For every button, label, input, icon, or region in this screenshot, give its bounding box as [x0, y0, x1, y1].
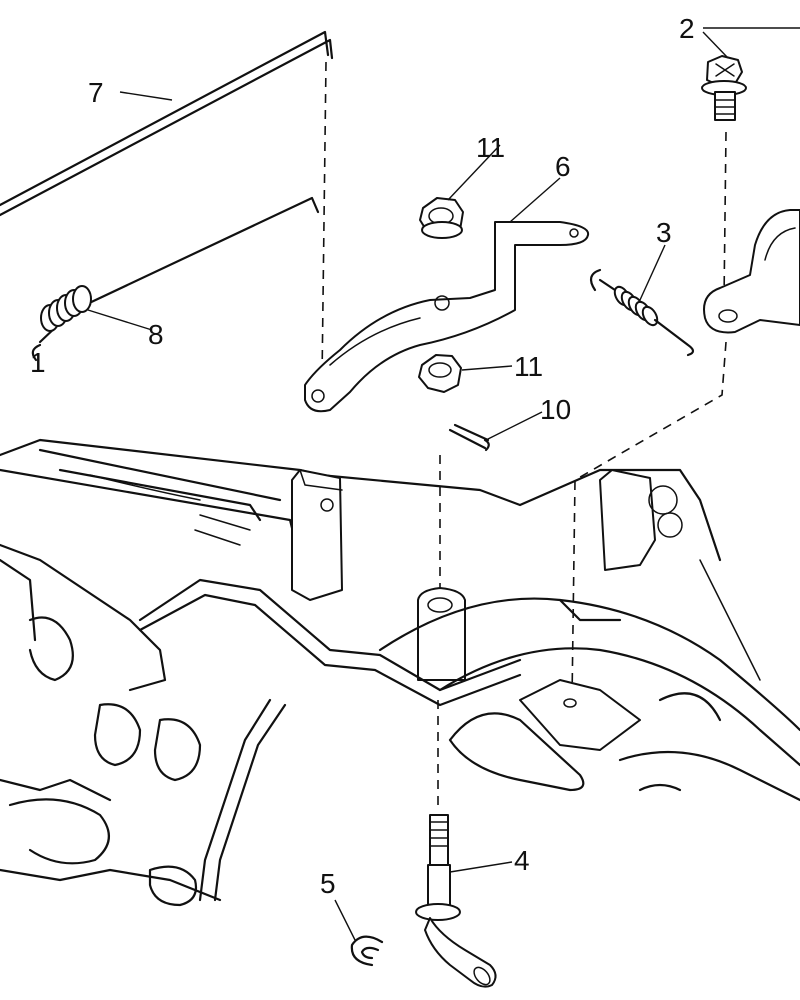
bracket-part-6	[304, 221, 590, 413]
coil-spring-icon	[40, 285, 92, 332]
callout-1: 1	[30, 347, 46, 378]
callout-11-lower: 11	[514, 351, 543, 382]
callout-4: 4	[514, 845, 530, 876]
callout-3: 3	[656, 217, 672, 248]
callout-5: 5	[320, 868, 336, 899]
callout-7: 7	[88, 77, 104, 108]
callout-8: 8	[148, 319, 164, 350]
rod-part-7	[0, 30, 334, 217]
coil-spring-icon	[613, 285, 659, 327]
callout-2: 2	[679, 13, 695, 44]
bolt-part-2	[701, 55, 747, 121]
nut-part-11-lower	[418, 354, 462, 393]
callout-11-upper: 11	[476, 132, 505, 163]
callout-10: 10	[540, 394, 571, 425]
snap-ring-part-5	[350, 935, 384, 967]
housing-body	[0, 438, 800, 907]
leader-lines	[87, 27, 800, 941]
callout-labels: 1 2 3 4 5 6 7 8 10 11 11	[30, 13, 695, 899]
callout-6: 6	[555, 151, 571, 182]
tension-spring-part-3	[589, 268, 695, 357]
stud-part-4	[415, 814, 497, 988]
spring-rod-part-8	[31, 196, 320, 362]
nut-part-11-upper	[419, 197, 464, 239]
clip-part-10	[448, 423, 490, 452]
right-bracket-fragment	[703, 209, 800, 334]
